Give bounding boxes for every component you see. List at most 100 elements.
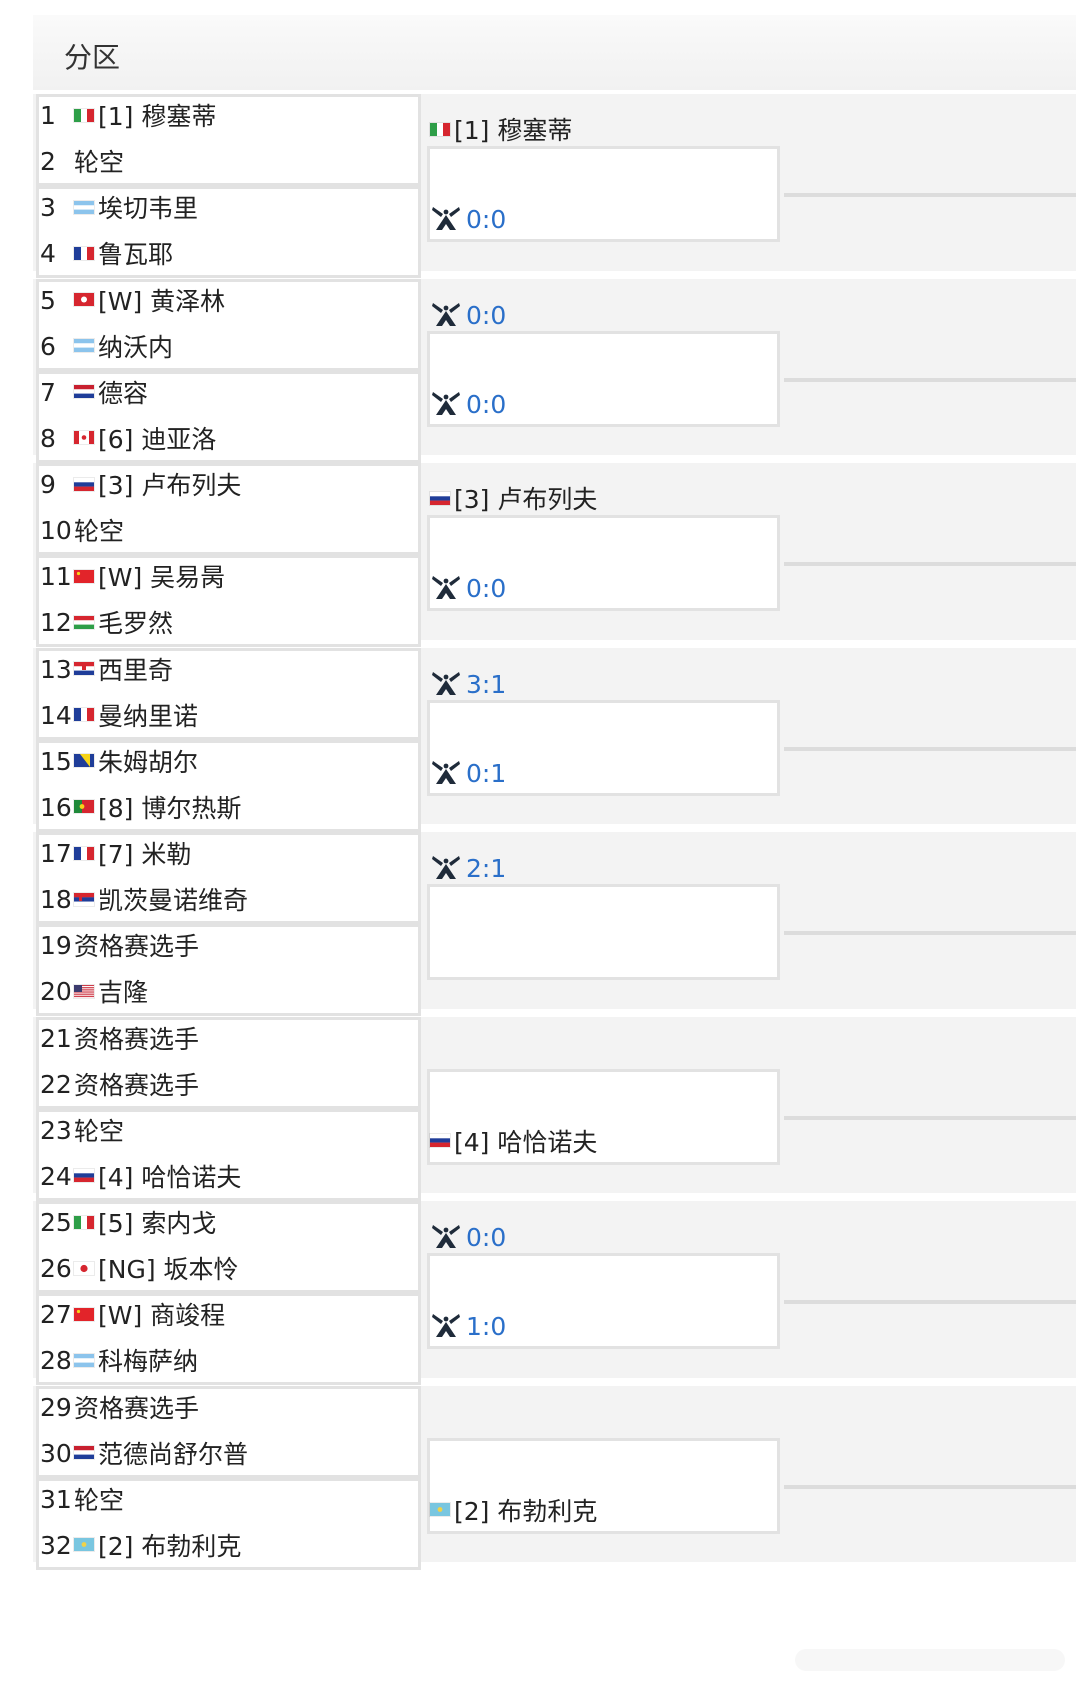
match-pair-box (36, 186, 421, 278)
player-name: 西里奇 (98, 655, 174, 685)
player-seed-number: 32 (40, 1530, 72, 1560)
flag-fr-icon (74, 246, 94, 260)
player-name: [W] 商竣程 (98, 1301, 226, 1330)
player-row[interactable]: 22资格赛选手 (40, 1065, 420, 1105)
player-row[interactable]: 16[8] 博尔热斯 (40, 788, 420, 828)
player-row[interactable]: 10轮空 (40, 511, 420, 551)
match-score-link[interactable]: 2:1 (430, 848, 770, 888)
player-row[interactable]: 21资格赛选手 (40, 1019, 420, 1059)
player-name: 朱姆胡尔 (98, 747, 199, 777)
match-score-link[interactable]: 0:0 (430, 568, 770, 608)
player-row[interactable]: 5[W] 黄泽林 (40, 281, 420, 321)
player-row[interactable]: 23轮空 (40, 1111, 420, 1151)
player-row[interactable]: 32[2] 布勃利克 (40, 1526, 420, 1566)
player-row[interactable]: 9[3] 卢布列夫 (40, 465, 420, 505)
flag-fr-icon (74, 846, 94, 860)
vs-icon (432, 856, 460, 879)
round2-player[interactable]: [2] 布勃利克 (430, 1491, 770, 1531)
player-row[interactable]: 1[1] 穆塞蒂 (40, 96, 420, 136)
player-name: 范德尚舒尔普 (98, 1439, 249, 1469)
match-score[interactable]: 2:1 (466, 854, 507, 883)
flag-us-icon (74, 984, 94, 997)
bracket-connector (427, 884, 780, 980)
match-pair-box (36, 832, 421, 924)
bracket-connector (427, 515, 780, 611)
player-seed-number: 16 (40, 792, 72, 822)
player-row[interactable]: 13 西里奇 (40, 650, 420, 690)
player-name: 轮空 (74, 1485, 125, 1515)
flag-cn-icon (74, 1307, 94, 1321)
flag-pt-icon (74, 800, 94, 813)
round3-connector-line (784, 1484, 1076, 1489)
player-seed-number: 13 (40, 654, 72, 684)
player-name: [5] 索内戈 (98, 1209, 217, 1238)
round3-connector-line (784, 1115, 1076, 1120)
match-score-link[interactable]: 0:0 (430, 295, 770, 335)
match-score-link[interactable]: 0:1 (430, 753, 770, 793)
flag-kz-icon (430, 1503, 450, 1516)
round2-player[interactable]: [1] 穆塞蒂 (430, 110, 770, 150)
match-score[interactable]: 0:0 (466, 389, 507, 419)
player-row[interactable]: 17[7] 米勒 (40, 834, 420, 874)
match-score-link[interactable]: 0:0 (430, 1217, 770, 1257)
player-row[interactable]: 24[4] 哈恰诺夫 (40, 1157, 420, 1197)
match-pair-box (36, 370, 421, 463)
section-header (33, 15, 1076, 90)
player-name: [6] 迪亚洛 (98, 424, 217, 454)
match-score[interactable]: 0:1 (466, 758, 507, 788)
player-seed-number: 5 (40, 285, 56, 315)
match-score[interactable]: 3:1 (466, 669, 507, 699)
match-score[interactable]: 0:0 (466, 574, 507, 603)
player-row[interactable]: 31轮空 (40, 1480, 420, 1520)
player-seed-number: 12 (40, 608, 72, 637)
flag-ba-icon (74, 754, 94, 767)
flag-ca-icon (74, 431, 94, 444)
player-row[interactable]: 26[NG] 坂本怜 (40, 1249, 420, 1289)
match-score-link[interactable]: 1:0 (430, 1306, 770, 1346)
player-row[interactable]: 8 [6] 迪亚洛 (40, 419, 420, 459)
player-row[interactable]: 29资格赛选手 (40, 1388, 420, 1428)
watermark-logo (795, 1649, 1065, 1671)
round3-connector-line (784, 193, 1076, 197)
match-score-link[interactable]: 3:1 (430, 664, 770, 704)
player-seed-number: 7 (40, 377, 56, 407)
vs-icon (432, 302, 460, 326)
round3-connector-line (784, 562, 1076, 566)
match-score-link[interactable]: 0:0 (430, 199, 770, 239)
player-row[interactable]: 27[W] 商竣程 (40, 1295, 420, 1335)
bracket-connector (427, 330, 780, 427)
round2-player[interactable]: [4] 哈恰诺夫 (430, 1122, 770, 1162)
match-score[interactable]: 0:0 (466, 300, 507, 330)
player-name: [3] 卢布列夫 (454, 485, 598, 514)
match-score[interactable]: 0:0 (466, 1223, 507, 1252)
player-name: 吉隆 (98, 978, 149, 1007)
player-name: 轮空 (74, 1116, 125, 1146)
player-name: [4] 哈恰诺夫 (454, 1127, 598, 1157)
player-name: 资格赛选手 (74, 1024, 200, 1054)
round2-player[interactable]: [3] 卢布列夫 (430, 479, 770, 519)
flag-rs-icon (74, 892, 94, 906)
match-score[interactable]: 1:0 (466, 1312, 507, 1341)
match-score[interactable]: 0:0 (466, 205, 507, 234)
player-row[interactable]: 19资格赛选手 (40, 926, 420, 966)
player-seed-number: 8 (40, 423, 56, 453)
player-row[interactable]: 11[W] 吴易昺 (40, 557, 420, 597)
match-pair-box (36, 1477, 421, 1570)
flag-it-icon (74, 1215, 94, 1229)
match-score-link[interactable]: 0:0 (430, 384, 770, 424)
player-row[interactable]: 25 [5] 索内戈 (40, 1203, 420, 1243)
flag-it-icon (74, 108, 94, 122)
player-seed-number: 25 (40, 1208, 72, 1237)
